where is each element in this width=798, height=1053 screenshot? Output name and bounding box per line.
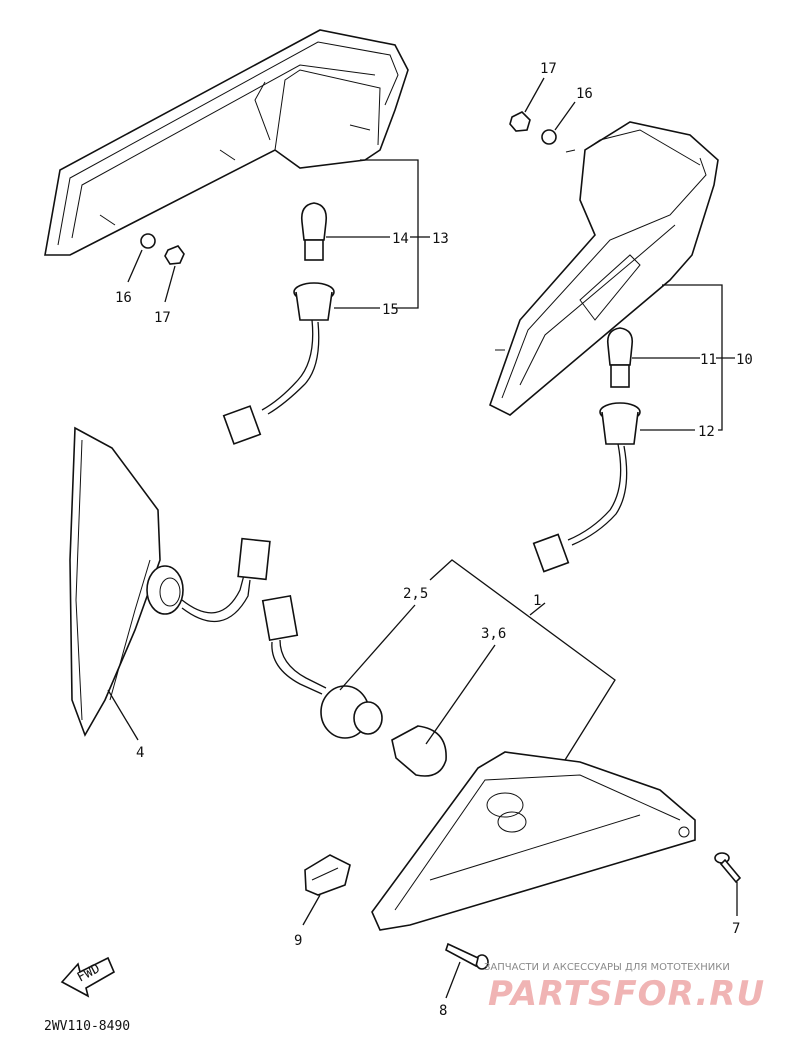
label-1: 1 [533,593,541,609]
right-signal-housing [489,121,719,416]
clip-9 [304,854,351,896]
label-8: 8 [439,1003,447,1019]
bulb-11 [606,327,634,388]
label-7: 7 [732,921,740,937]
washer-16-right [541,129,557,145]
side-panel-4 [69,426,271,737]
label-13: 13 [432,231,449,247]
nut-17-right [509,111,531,132]
left-signal-housing [44,29,409,256]
screw-7 [714,852,742,884]
socket-15 [222,282,335,445]
label-11: 11 [700,352,717,368]
label-17-left: 17 [154,310,171,326]
label-16-right: 16 [576,86,593,102]
washer-16-left [140,233,156,249]
socket-2-5 [261,594,383,739]
bulb-14 [300,202,328,261]
label-4: 4 [136,745,144,761]
nut-17-left [164,245,185,265]
label-17-right: 17 [540,61,557,77]
diagram-code: 2WV110-8490 [44,1019,130,1034]
label-3-6: 3,6 [481,626,506,642]
watermark-logo: PARTSFOR.RU [488,974,765,1014]
label-16-left: 16 [115,290,132,306]
bulb-3-6 [391,725,447,777]
label-14: 14 [392,231,409,247]
socket-12 [532,402,641,573]
screw-8 [445,942,489,970]
label-15: 15 [382,302,399,318]
front-lens-1 [371,751,696,931]
label-12: 12 [698,424,715,440]
label-10: 10 [736,352,753,368]
label-9: 9 [294,933,302,949]
forward-arrow-icon [60,956,116,998]
watermark-caption: ЗАПЧАСТИ И АКСЕССУАРЫ ДЛЯ МОТОТЕХНИКИ [484,962,730,973]
label-2-5: 2,5 [403,586,428,602]
